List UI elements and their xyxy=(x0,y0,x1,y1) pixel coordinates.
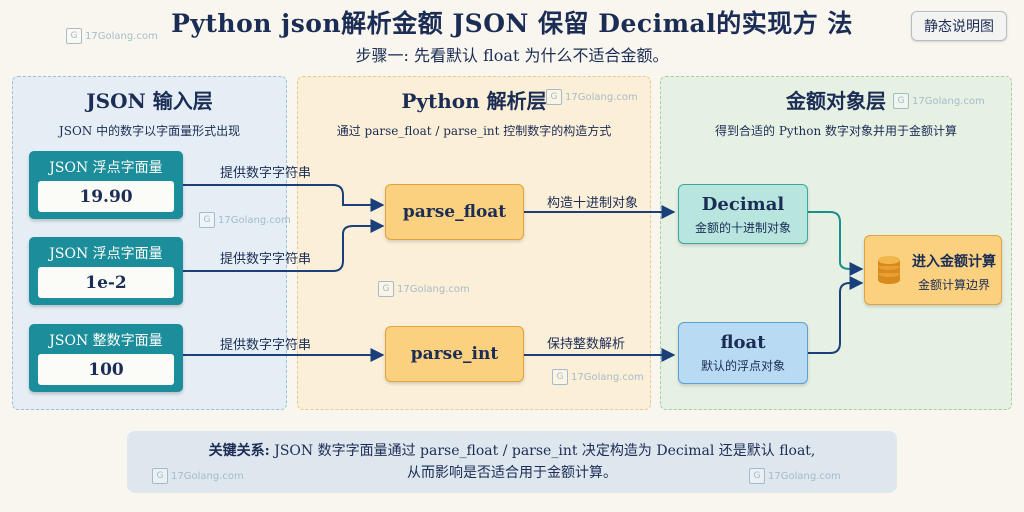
parse-int-box: parse_int xyxy=(385,326,524,382)
python-layer-title: Python 解析层 xyxy=(401,89,547,113)
amount-calc-subtitle: 金额计算边界 xyxy=(917,278,990,292)
page-subtitle: 步骤一: 先看默认 float 为什么不适合金额。 xyxy=(355,46,669,65)
amount-calc-title: 进入金额计算 xyxy=(912,254,996,270)
amount-layer-title: 金额对象层 xyxy=(786,89,886,113)
watermark-logo-icon: G xyxy=(552,369,568,385)
arrow-decimal-to-final xyxy=(808,211,864,276)
key-relation-label: 关键关系: xyxy=(208,443,270,459)
json-float-literal-box-2: JSON 浮点字面量 1e-2 xyxy=(29,237,183,305)
key-relation-box: 关键关系: JSON 数字字面量通过 parse_float / parse_i… xyxy=(127,431,897,493)
arrow-float-to-final xyxy=(808,276,864,354)
json-layer-title: JSON 输入层 xyxy=(86,89,213,113)
static-diagram-button[interactable]: 静态说明图 xyxy=(911,11,1007,41)
watermark-logo-icon: G xyxy=(199,212,215,228)
arrow-literal1-to-parse-float xyxy=(182,184,385,212)
watermark-logo-icon: G xyxy=(749,468,765,484)
float-subtitle: 默认的浮点对象 xyxy=(700,359,785,373)
edge-label-keep-int: 保持整数解析 xyxy=(547,337,626,352)
json-float-literal-box-1: JSON 浮点字面量 19.90 xyxy=(29,151,183,219)
decimal-title: Decimal xyxy=(701,194,785,215)
literal-label: JSON 浮点字面量 xyxy=(49,246,163,262)
literal-value: 1e-2 xyxy=(38,267,174,298)
edge-label-construct-decimal: 构造十进制对象 xyxy=(547,196,639,211)
coin-stack-icon xyxy=(878,256,900,284)
arrow-literal2-to-parse-float xyxy=(182,219,385,272)
decimal-subtitle: 金额的十进制对象 xyxy=(694,221,791,235)
key-relation-text: JSON 数字字面量通过 parse_float / parse_int 决定构… xyxy=(274,443,816,459)
json-layer-subtitle: JSON 中的数字以字面量形式出现 xyxy=(58,124,241,138)
parse-float-box: parse_float xyxy=(385,184,524,240)
python-layer-subtitle: 通过 parse_float / parse_int 控制数字的构造方式 xyxy=(336,124,612,138)
float-box: float 默认的浮点对象 xyxy=(678,322,808,384)
edge-label-provide-1: 提供数字字符串 xyxy=(220,166,312,181)
watermark-logo-icon: G xyxy=(546,89,562,105)
literal-value: 100 xyxy=(38,354,174,385)
key-relation-line2: 从而影响是否适合用于金额计算。 xyxy=(407,465,617,481)
json-int-literal-box: JSON 整数字面量 100 xyxy=(29,324,183,392)
literal-value: 19.90 xyxy=(38,181,174,212)
amount-layer-subtitle: 得到合适的 Python 数字对象并用于金额计算 xyxy=(715,124,957,138)
decimal-box: Decimal 金额的十进制对象 xyxy=(678,184,808,244)
watermark-logo-icon: G xyxy=(893,93,909,109)
watermark-logo-icon: G xyxy=(378,281,394,297)
edge-label-provide-3: 提供数字字符串 xyxy=(220,338,312,353)
literal-label: JSON 整数字面量 xyxy=(49,333,163,349)
page-title: Python json解析金额 JSON 保留 Decimal的实现方 法 xyxy=(171,9,853,38)
amount-calc-box: 进入金额计算 金额计算边界 xyxy=(864,235,1002,305)
key-relation-line1: 关键关系: JSON 数字字面量通过 parse_float / parse_i… xyxy=(127,440,897,462)
float-title: float xyxy=(720,332,766,353)
watermark-logo-icon: G xyxy=(152,468,168,484)
watermark-logo-icon: G xyxy=(66,28,82,44)
edge-label-provide-2: 提供数字字符串 xyxy=(220,252,312,267)
literal-label: JSON 浮点字面量 xyxy=(49,160,163,176)
